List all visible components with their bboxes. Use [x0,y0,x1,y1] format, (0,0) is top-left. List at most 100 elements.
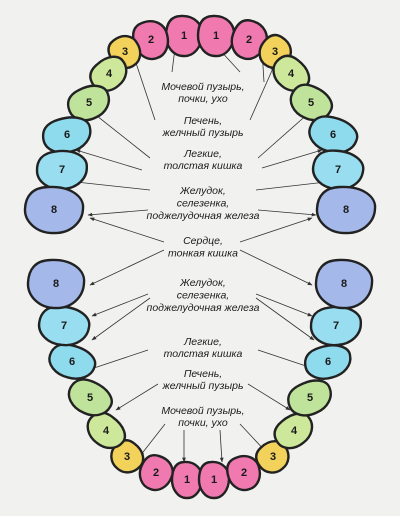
connector-arrow [89,249,165,286]
organ-label-upper-stomach: Желудок,селезенка,поджелудочная железа [147,185,260,222]
tooth-shape [67,378,113,417]
connector-arrow [87,209,149,217]
tooth-shape [48,343,97,380]
tooth-number: 3 [270,451,276,463]
tooth-u-r-1: 1 [196,14,236,58]
tooth-shape [89,55,128,93]
tooth-number: 6 [64,129,70,141]
tooth-number: 2 [153,467,159,479]
tooth-number: 7 [333,320,339,332]
organ-label-line: желчный пузырь [162,380,244,392]
organ-label-line: Легкие, [183,148,222,160]
labels-layer: Мочевой пузырь,почки, ухоПечень,желчный … [147,81,260,429]
tooth-u-r-4: 4 [272,54,311,92]
organ-label-line: Печень, [184,368,222,380]
tooth-u-r-5: 5 [289,83,334,122]
tooth-number: 7 [59,164,65,176]
tooth-number: 8 [53,278,59,290]
organ-label-upper-liver: Печень,желчный пузырь [162,115,244,139]
tooth-l-l-8: 8 [26,258,86,310]
connector-arrow [91,111,151,159]
tooth-shape [138,454,174,492]
tooth-shape [66,84,111,122]
tooth-number: 8 [51,204,57,216]
tooth-number: 1 [184,474,190,486]
tooth-number: 6 [330,129,336,141]
tooth-shape [37,305,91,347]
tooth-number: 4 [288,68,295,80]
connector-arrow [134,59,156,121]
tooth-number: 1 [213,30,219,42]
organ-label-line: Мочевой пузырь, [161,81,244,93]
tooth-number: 7 [61,320,67,332]
organ-label-line: почки, ухо [178,417,228,429]
organ-label-lower-stomach: Желудок,селезенка,поджелудочная железа [147,277,260,314]
connector-arrow [247,383,291,411]
organ-label-line: почки, ухо [178,93,228,105]
organ-label-line: Желудок, [179,185,226,197]
connector-arrow [255,297,315,341]
tooth-number: 4 [291,425,298,437]
tooth-l-l-7: 7 [37,305,91,347]
tooth-u-l-2: 2 [132,20,170,61]
organ-label-line: желчный пузырь [162,127,244,139]
connector-arrow [139,423,166,457]
tooth-number: 4 [106,68,113,80]
connector-arrow [115,383,159,411]
organ-label-line: Сердце, [183,235,223,247]
connector-arrow [261,149,323,169]
tooth-shape [26,258,86,310]
tooth-shape [196,14,236,58]
tooth-u-l-8: 8 [23,185,85,235]
tooth-l-r-2: 2 [226,454,262,492]
organ-label-line: поджелудочная железа [147,302,260,314]
tooth-u-r-2: 2 [230,19,268,61]
tooth-u-l-7: 7 [35,149,89,191]
tooth-shape [314,258,374,310]
organ-label-line: поджелудочная железа [147,210,260,222]
organ-label-line: толстая кишка [164,348,243,360]
tooth-shape [272,54,311,92]
tooth-number: 2 [241,467,247,479]
tooth-number: 8 [341,278,347,290]
tooth-number: 1 [181,30,187,42]
tooth-number: 6 [325,356,331,368]
tooth-l-r-1: 1 [197,460,231,500]
organ-label-lower-lungs: Легкие,толстая кишка [164,336,243,360]
tooth-u-r-7: 7 [311,149,365,191]
tooth-number: 2 [148,34,154,46]
tooth-l-l-1: 1 [170,460,204,500]
tooth-l-r-5: 5 [287,379,332,417]
tooth-shape [23,185,85,235]
tooth-shape [315,185,377,235]
connector-arrow [255,293,313,317]
tooth-number: 7 [335,164,341,176]
tooth-number: 3 [272,46,278,58]
tooth-number: 3 [124,451,130,463]
tooth-l-r-8: 8 [314,258,374,310]
tooth-shape [287,379,332,417]
organ-label-heart: Сердце,тонкая кишка [168,235,238,260]
organ-label-line: Мочевой пузырь, [161,405,244,417]
tooth-number: 5 [308,97,314,109]
tooth-shape [230,19,268,61]
tooth-number: 5 [307,392,313,404]
organ-label-lower-bladder: Мочевой пузырь,почки, ухо [161,405,244,429]
organ-label-line: селезенка, [177,198,229,210]
tooth-l-r-7: 7 [309,305,363,347]
organ-label-line: Печень, [184,115,222,127]
tooth-shape [132,20,170,61]
connector-arrow [257,111,311,159]
connector-arrow [219,429,224,463]
organ-label-line: Желудок, [179,277,226,289]
tooth-u-l-4: 4 [89,55,128,93]
organ-label-line: толстая кишка [164,160,243,172]
tooth-number: 4 [103,425,110,437]
organ-label-line: тонкая кишка [168,248,238,260]
tooth-shape [226,454,262,492]
connector-arrow [75,180,151,191]
tooth-number: 5 [86,97,92,109]
tooth-number: 6 [69,356,75,368]
